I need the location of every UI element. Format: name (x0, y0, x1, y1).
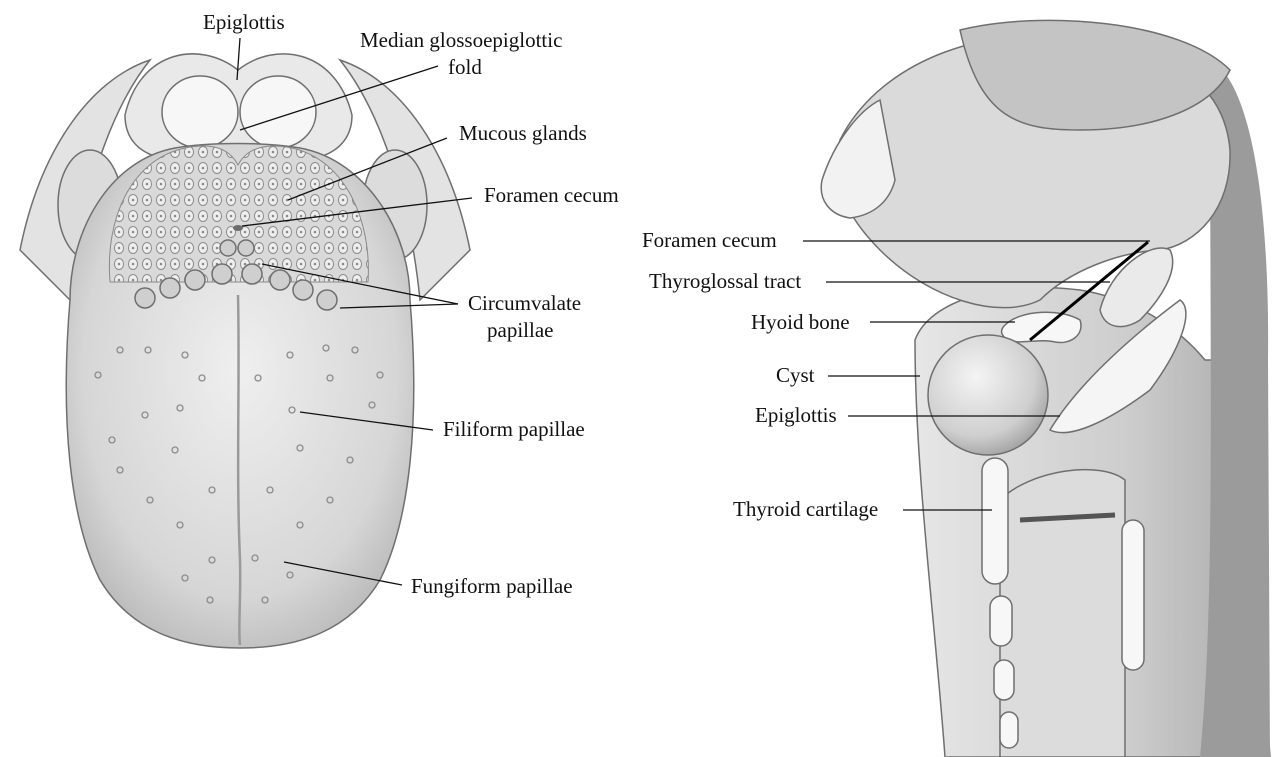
label-circumvallate-2: papillae (487, 318, 553, 342)
label-fungiform: Fungiform papillae (411, 574, 573, 598)
mandible (821, 100, 895, 218)
label-mucous-glands: Mucous glands (459, 121, 587, 145)
airway (1000, 470, 1125, 757)
vertebra-1 (1122, 520, 1144, 670)
vallecula-right (240, 76, 316, 148)
label-cyst: Cyst (776, 363, 815, 387)
label-foramen-cecum-left: Foramen cecum (484, 183, 619, 207)
tracheal-ring-1 (990, 596, 1012, 646)
label-hyoid-bone: Hyoid bone (751, 310, 850, 334)
label-thyroid-cartilage: Thyroid cartilage (733, 497, 878, 521)
label-median-fold-2: fold (448, 55, 482, 79)
label-filiform: Filiform papillae (443, 417, 585, 441)
tongue-illustration (20, 54, 470, 648)
vallecula-left (162, 76, 238, 148)
label-circumvallate-1: Circumvalate (468, 291, 581, 315)
label-epiglottis-right: Epiglottis (755, 403, 837, 427)
tracheal-ring-3 (1000, 712, 1018, 748)
thyroid-cartilage-shape (982, 458, 1008, 584)
foramen-cecum-pit (233, 225, 243, 231)
label-epiglottis-top: Epiglottis (203, 10, 285, 34)
tracheal-ring-2 (994, 660, 1014, 700)
sagittal-illustration (821, 20, 1270, 757)
label-median-fold-1: Median glossoepiglottic (360, 28, 562, 52)
label-foramen-cecum-right: Foramen cecum (642, 228, 777, 252)
cyst-shape (928, 335, 1048, 455)
label-thyroglossal-tract: Thyroglossal tract (649, 269, 801, 293)
